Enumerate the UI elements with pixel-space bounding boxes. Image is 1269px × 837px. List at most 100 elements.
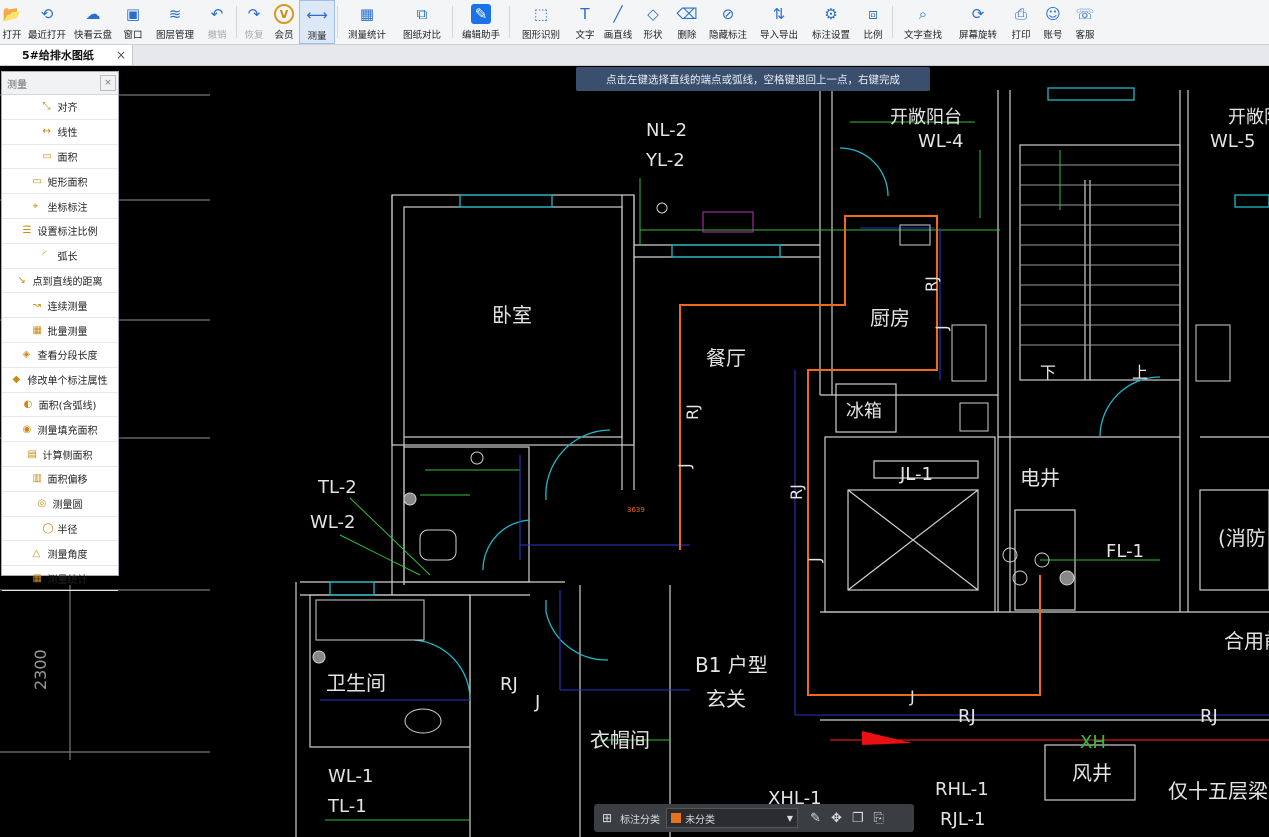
toolbar-button-eraser[interactable]: ⌫删除: [670, 0, 704, 44]
measure-tool-arc-area[interactable]: ◐ 面积(含弧线): [2, 393, 118, 418]
measure-tool-label: 测量统计: [47, 574, 88, 586]
cad-canvas[interactable]: NL-2 YL-2 开敞阳台 WL-4 开敞阳台 WL-5 卧室 餐厅 厨房 冰…: [0, 66, 1269, 837]
copy-icon[interactable]: ❐: [851, 810, 864, 826]
measure-panel-title: 测量: [7, 79, 27, 91]
edit-annotation-icon: ◆: [12, 374, 21, 386]
toolbar-separator: [337, 6, 338, 38]
toolbar-button-rotate[interactable]: ⟳屏幕旋转: [951, 0, 1005, 44]
measure-tool-label: 测量角度: [47, 549, 88, 561]
measure-tool-area-offset[interactable]: ▥面积偏移: [2, 467, 118, 492]
toolbar-button-label: 画直线: [603, 30, 633, 41]
toolbar-button-compare[interactable]: ⧉图纸对比: [394, 0, 450, 44]
measure-tool-linear[interactable]: ↔线性: [2, 120, 118, 145]
radius-icon: ◯: [42, 522, 54, 534]
vip-icon: V: [274, 4, 294, 24]
measure-tool-radius[interactable]: ◯半径: [2, 517, 118, 542]
annotation-category-select[interactable]: 未分类 ▼: [666, 808, 799, 828]
measure-tool-stats[interactable]: ▦测量统计: [2, 566, 118, 591]
measure-panel: 测量 × ⤡对齐↔线性▭面积▭矩形面积⌖坐标标注☰设置标注比例◜弧长↘点到直线的…: [1, 71, 119, 591]
hide-annotation-icon: ⊘: [721, 5, 735, 23]
toolbar-button-window[interactable]: ▣窗口: [116, 0, 150, 44]
toolbar-button-import-export[interactable]: ⇅ 导入导出: [752, 0, 806, 44]
measure-stats-icon: ▦: [359, 5, 375, 23]
toolbar-button-history[interactable]: ⟲最近打开: [24, 0, 70, 44]
label-wl4: WL-4: [918, 131, 963, 152]
angle-icon: △: [32, 547, 41, 559]
measure-tool-scale-setting[interactable]: ☰设置标注比例: [2, 219, 118, 244]
toolbar-button-scale[interactable]: ⧈比例: [856, 0, 890, 44]
close-icon[interactable]: ×: [115, 48, 126, 62]
measure-tool-segment-length[interactable]: ◈查看分段长度: [2, 343, 118, 368]
measure-tool-coordinate[interactable]: ⌖坐标标注: [2, 194, 118, 219]
measure-tool-label: 矩形面积: [47, 177, 88, 189]
move-icon[interactable]: ✥: [830, 810, 842, 826]
toolbar-button-label: 会员: [274, 30, 294, 41]
toolbar-button-label: 测量统计: [347, 30, 386, 41]
paste-icon[interactable]: ⎘: [873, 810, 884, 826]
toolbar-button-cloud[interactable]: ☁快看云盘: [70, 0, 116, 44]
toolbar-button-account[interactable]: ☺ 账号: [1037, 0, 1069, 44]
toolbar-button-label: 文字查找: [903, 30, 942, 41]
arc-area-icon: ◐: [23, 398, 33, 410]
toolbar-button-label: 文字: [575, 30, 595, 41]
label-rj4: RJ: [500, 674, 518, 695]
toolbar-button-layers[interactable]: ≋ 图层管理: [150, 0, 200, 44]
toolbar-button-hide-annotation[interactable]: ⊘隐藏标注: [704, 0, 752, 44]
account-icon: ☺: [1045, 5, 1061, 23]
measure-tool-align[interactable]: ⤡对齐: [2, 95, 118, 120]
measure-tool-side-area[interactable]: ▤计算侧面积: [2, 442, 118, 467]
toolbar-button-label: 打印: [1011, 30, 1031, 41]
toolbar-button-redo[interactable]: ↷恢复: [239, 0, 269, 44]
toolbar-button-label: 快看云盘: [73, 30, 112, 41]
side-area-icon: ▤: [27, 448, 37, 460]
toolbar-button-annotation-settings[interactable]: ⚙标注设置: [806, 0, 856, 44]
toolbar-button-edit-assistant[interactable]: ✎编辑助手: [455, 0, 507, 44]
coordinate-icon: ⌖: [32, 200, 39, 212]
chevron-down-icon: ▼: [786, 813, 794, 823]
toolbar-button-label: 图层管理: [155, 30, 194, 41]
measure-tool-arc-length[interactable]: ◜弧长: [2, 244, 118, 269]
import-export-icon: ⇅: [772, 5, 786, 23]
toolbar-button-print[interactable]: ⎙打印: [1005, 0, 1037, 44]
toolbar-button-shape-recognize[interactable]: ⬚图形识别: [512, 0, 570, 44]
measure-tool-circle-measure[interactable]: ◎测量圆: [2, 492, 118, 517]
label-bingxiang: 冰箱: [846, 401, 882, 422]
document-tab[interactable]: 5#给排水图纸 ×: [0, 45, 133, 65]
batch-measure-icon: ▦: [32, 324, 42, 336]
toolbar-button-label: 账号: [1043, 30, 1063, 41]
measure-tool-label: 半径: [57, 524, 78, 536]
toolbar-button-undo[interactable]: ↶撤销: [200, 0, 234, 44]
close-icon[interactable]: ×: [100, 75, 116, 91]
toolbar-button-label: 编辑助手: [461, 30, 500, 41]
toolbar-button-folder-open[interactable]: 📂打开: [0, 0, 24, 44]
toolbar-button-label: 导入导出: [759, 30, 798, 41]
scale-setting-icon: ☰: [22, 225, 32, 237]
label-kaichuang2: 开敞阳台: [1228, 107, 1269, 128]
measure-tool-area[interactable]: ▭面积: [2, 145, 118, 170]
measure-tool-point-line-distance[interactable]: ↘点到直线的距离: [2, 269, 118, 294]
label-nl2: NL-2: [646, 120, 687, 141]
measure-tool-rect-area[interactable]: ▭矩形面积: [2, 169, 118, 195]
toolbar-button-text-search[interactable]: ⌕ 文字查找: [895, 0, 951, 44]
toolbar-button-shape[interactable]: ◇形状: [636, 0, 670, 44]
measure-tool-continuous-measure[interactable]: ↝连续测量: [2, 293, 118, 319]
measure-tool-edit-annotation[interactable]: ◆修改单个标注属性: [2, 368, 118, 393]
measure-tool-fill-area[interactable]: ◉测量填充面积: [2, 417, 118, 443]
text-search-icon: ⌕: [918, 5, 928, 23]
measure-tool-batch-measure[interactable]: ▦批量测量: [2, 318, 118, 343]
history-icon: ⟲: [40, 5, 54, 23]
measure-tool-label: 面积(含弧线): [38, 400, 97, 412]
label-jl1: JL-1: [899, 464, 933, 485]
toolbar-button-line[interactable]: ╱画直线: [600, 0, 636, 44]
toolbar-button-measure[interactable]: ⟷测量: [299, 0, 335, 44]
shape-icon: ◇: [647, 5, 659, 23]
grid-icon[interactable]: ⊞: [602, 811, 613, 825]
toolbar-button-support[interactable]: ☏客服: [1069, 0, 1101, 44]
toolbar-button-vip[interactable]: V 会员: [269, 0, 299, 44]
measure-tool-angle[interactable]: △ 测量角度: [2, 541, 118, 567]
toolbar-button-measure-stats[interactable]: ▦ 测量统计: [340, 0, 394, 44]
layers-icon: ≋: [168, 5, 182, 23]
edit-icon[interactable]: ✎: [810, 810, 821, 826]
